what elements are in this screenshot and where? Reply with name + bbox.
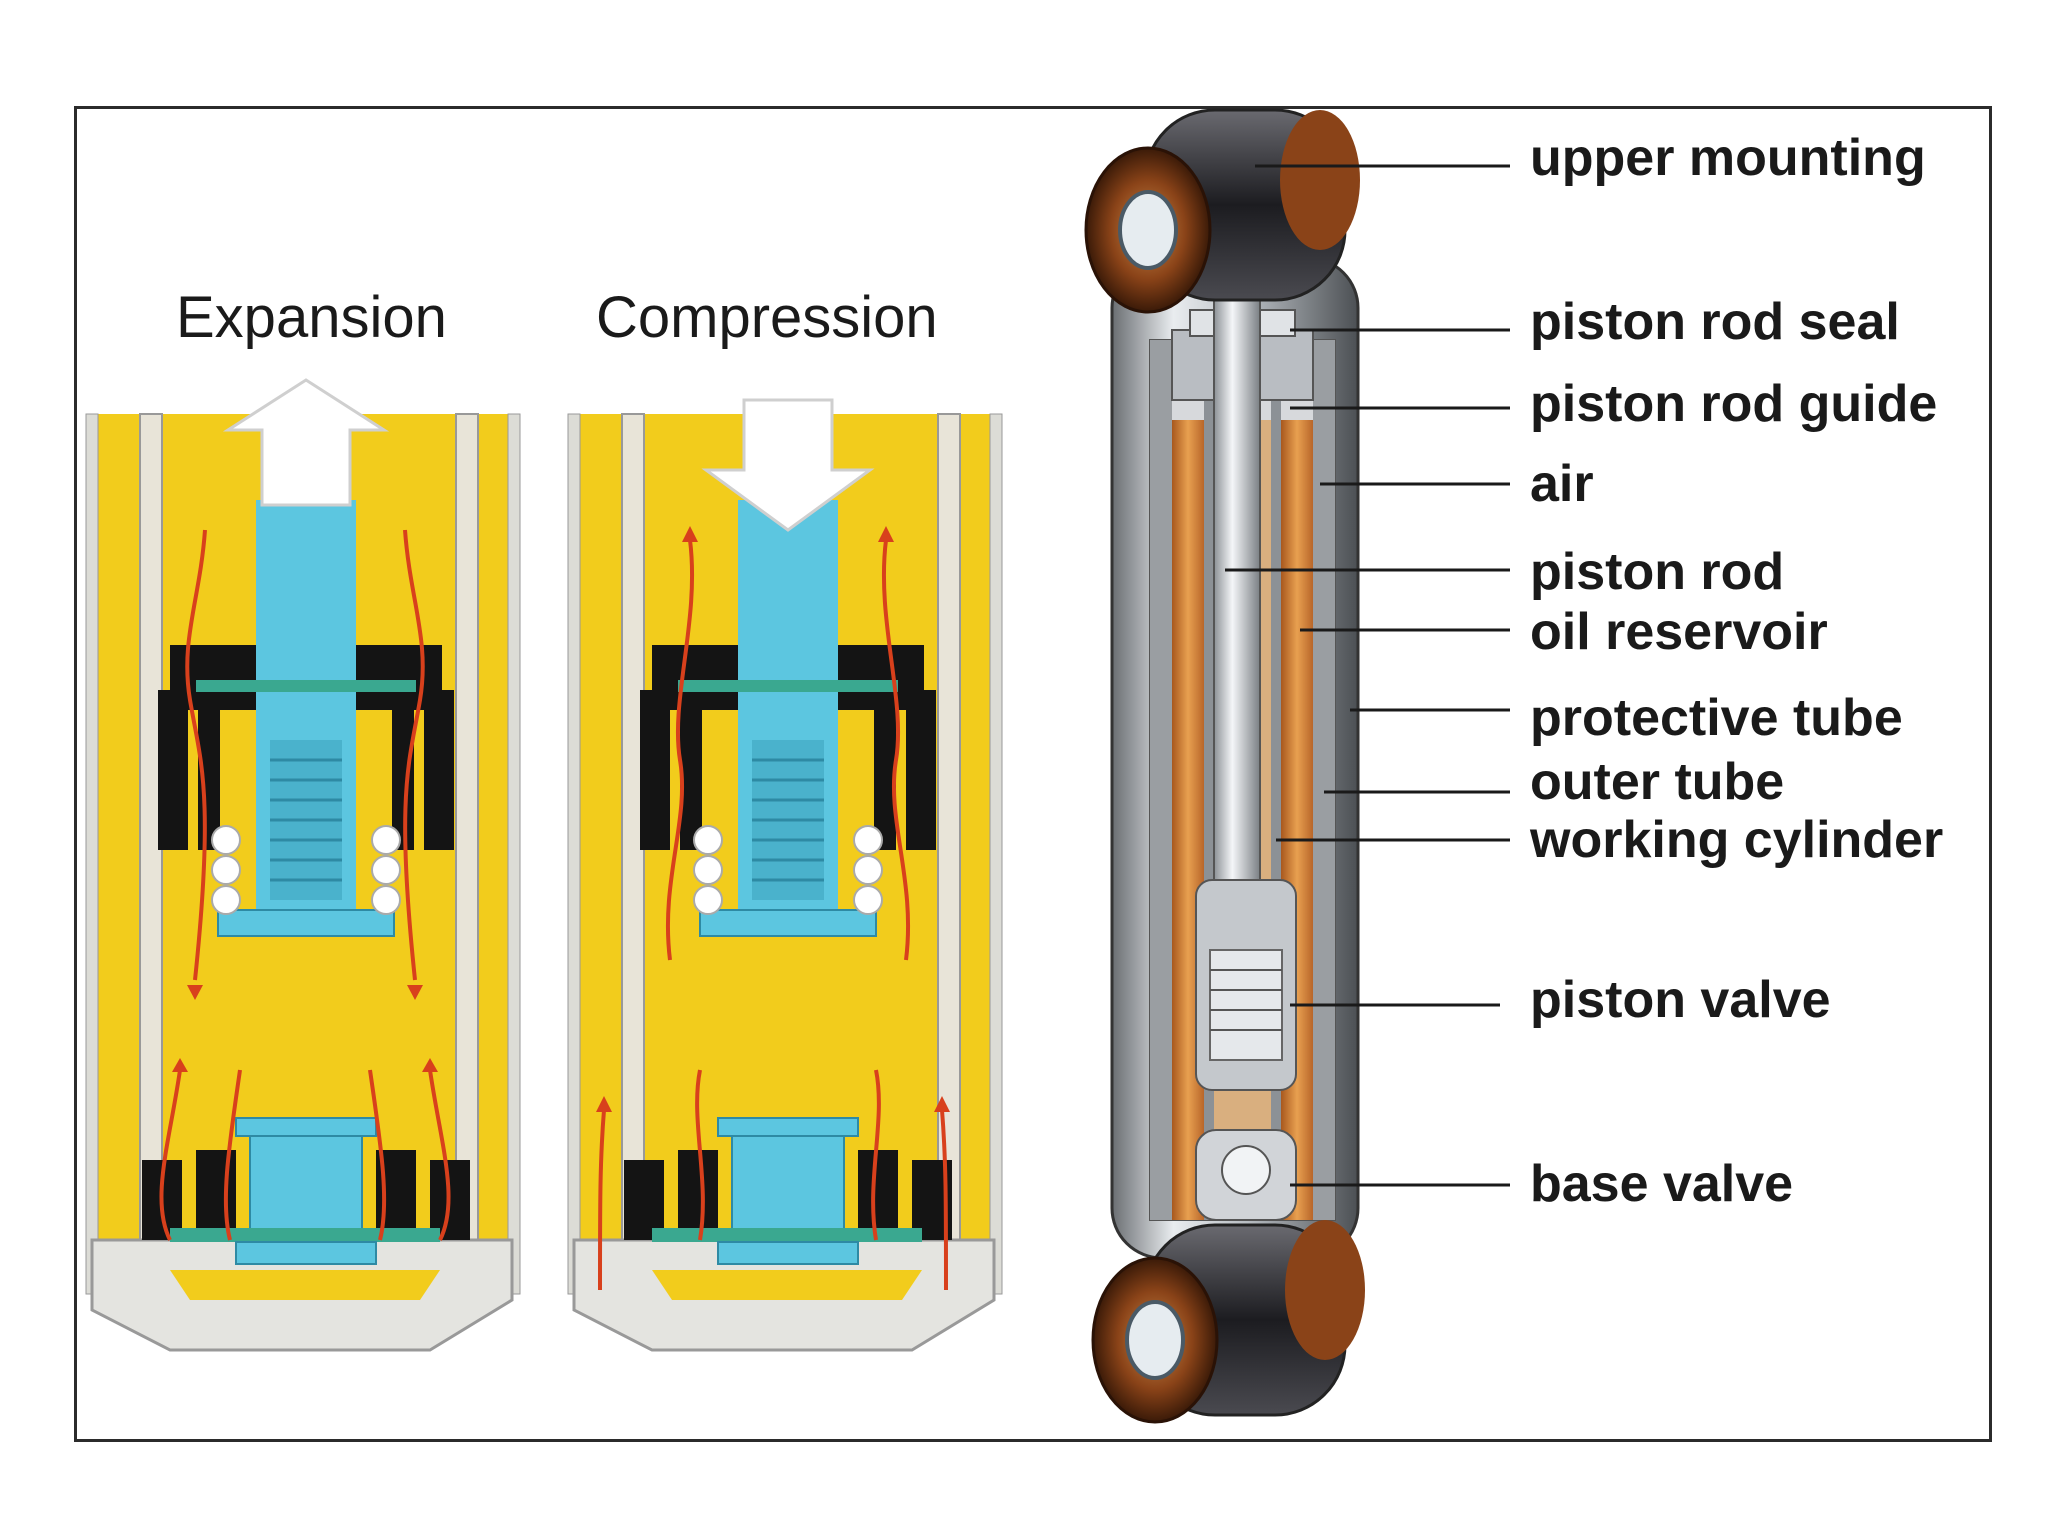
label-upper-mounting: upper mounting xyxy=(1530,129,1926,187)
compression-title: Compression xyxy=(596,285,938,350)
shock-absorber-cutaway xyxy=(1084,108,1365,1424)
label-piston-rod: piston rod xyxy=(1530,543,1785,601)
compression-diagram xyxy=(567,398,1003,1352)
label-working-cylinder: working cylinder xyxy=(1530,811,1944,869)
label-base-valve: base valve xyxy=(1530,1155,1794,1213)
label-piston-rod-guide: piston rod guide xyxy=(1530,375,1938,433)
expansion-diagram xyxy=(85,378,521,1352)
label-piston-valve: piston valve xyxy=(1530,971,1831,1029)
label-oil-reservoir: oil reservoir xyxy=(1530,603,1828,661)
label-air: air xyxy=(1530,455,1594,513)
label-outer-tube: outer tube xyxy=(1530,753,1785,811)
label-protective-tube: protective tube xyxy=(1530,689,1903,747)
expansion-title: Expansion xyxy=(176,285,447,350)
label-piston-rod-seal: piston rod seal xyxy=(1530,293,1900,351)
leader-lines xyxy=(1225,164,1510,1187)
